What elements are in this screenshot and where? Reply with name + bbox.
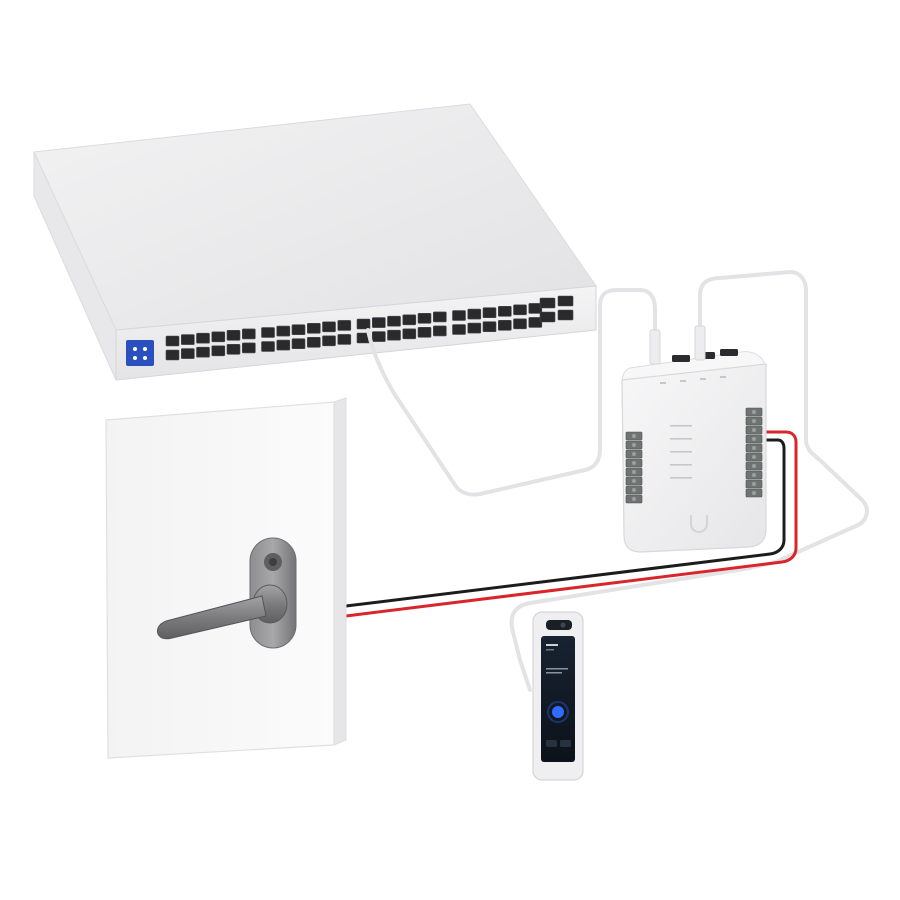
lock-power-cable [344, 430, 798, 618]
reader-action-icon [552, 706, 564, 718]
ubiquiti-u-logo [689, 514, 709, 534]
switch-rj45-port [226, 329, 241, 341]
switch-status-panel [126, 340, 154, 366]
switch-sfp-ports [539, 295, 574, 323]
switch-rj45-port [482, 307, 497, 319]
access-hub [621, 325, 767, 553]
switch-rj45-port [181, 348, 195, 359]
switch-rj45-port [528, 317, 543, 328]
switch-rj45-port [452, 324, 466, 335]
switch-rj45-port [211, 345, 226, 357]
door-face [105, 401, 335, 759]
network-switch [33, 103, 597, 381]
switch-rj45-port [371, 331, 386, 342]
reader [518, 611, 584, 781]
switch-rj45-port [337, 334, 352, 345]
switch-rj45-port [402, 314, 417, 326]
hub-plug-left [649, 329, 661, 365]
switch-rj45-port [196, 332, 210, 344]
switch-rj45-port [291, 338, 306, 350]
hub-port-3 [720, 349, 738, 356]
reader-screen-content [546, 644, 571, 747]
switch-rj45-port [165, 335, 180, 347]
switch-sfp-port [539, 297, 556, 309]
ethernet-cables [366, 270, 869, 662]
switch-rj45-port [513, 318, 527, 330]
reader-camera-bar [546, 620, 572, 630]
switch-rj45-port [276, 325, 291, 337]
door-lever-icon [157, 537, 297, 649]
cable-switch-to-hub [366, 288, 657, 497]
hub-plug-right [694, 325, 706, 361]
lock-wire-red [344, 430, 798, 618]
switch-rj45-port [261, 327, 275, 338]
switch-rj45-port [467, 308, 482, 320]
switch-rj45-port [402, 328, 417, 340]
switch-rj45-port [513, 304, 527, 316]
cable-hub-loop [509, 270, 869, 662]
switch-rj45-port [291, 324, 306, 336]
door [105, 397, 347, 759]
switch-rj45-port [371, 317, 386, 328]
switch-rj45-port [306, 322, 321, 334]
switch-rj45-port [432, 311, 447, 323]
switch-rj45-port [196, 346, 210, 358]
switch-rj45-port [432, 325, 447, 337]
door-edge [333, 397, 347, 746]
switch-rj45-port [276, 339, 291, 351]
switch-rj45-port [528, 303, 543, 314]
switch-sfp-port [539, 311, 556, 323]
lock-wire-black [344, 438, 786, 608]
switch-rj45-port [387, 329, 401, 341]
switch-sfp-port [557, 309, 574, 321]
switch-rj45-port [482, 321, 497, 333]
switch-rj45-port [211, 331, 226, 343]
hub-body [621, 363, 767, 553]
switch-rj45-port [165, 349, 180, 361]
switch-rj45-port [356, 318, 371, 330]
switch-rj45-port [322, 335, 336, 347]
reader-screen-icon [541, 636, 575, 762]
switch-rj45-port [497, 319, 512, 331]
switch-rj45-port [306, 336, 321, 348]
hub-terminal-block-left [625, 431, 643, 504]
switch-rj45-port [242, 328, 256, 340]
hub-label-marks [660, 376, 726, 479]
switch-rj45-port [467, 322, 482, 334]
switch-rj45-port [226, 343, 241, 355]
switch-port-grid [165, 303, 543, 361]
ubiquiti-u-logo [126, 340, 154, 366]
lock-lever [157, 595, 267, 640]
switch-rj45-port [417, 312, 432, 324]
switch-rj45-port [261, 341, 275, 352]
reader-camera-icon [560, 622, 566, 628]
switch-rj45-port [417, 326, 432, 338]
switch-rj45-port [181, 334, 195, 345]
switch-rj45-port [452, 310, 466, 321]
switch-rj45-port [337, 320, 352, 331]
switch-rj45-port [242, 342, 256, 354]
hub-port-1 [672, 355, 690, 362]
hub-terminal-block-right [745, 407, 763, 498]
switch-rj45-port [497, 305, 512, 317]
switch-rj45-port [322, 321, 336, 333]
switch-rj45-port [387, 315, 401, 327]
switch-sfp-port [557, 295, 574, 307]
